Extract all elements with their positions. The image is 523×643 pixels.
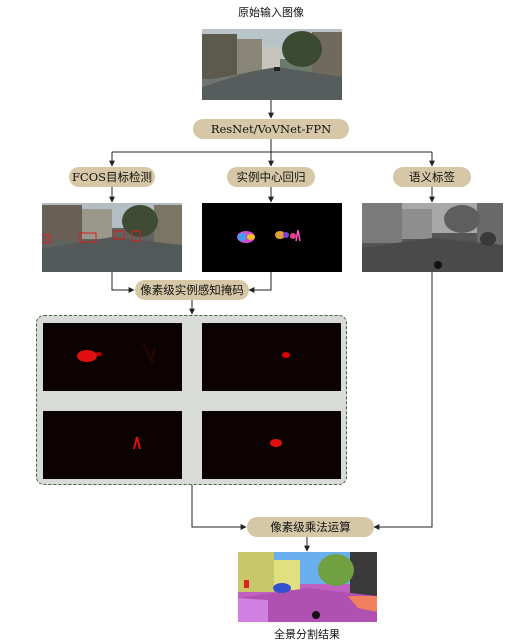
output-caption: 全景分割结果 bbox=[274, 628, 340, 641]
fcos-detection-node: FCOS目标检测 bbox=[69, 167, 155, 187]
instance-mask-1 bbox=[43, 323, 182, 391]
panoptic-output-image bbox=[238, 552, 377, 622]
pixel-mask-node: 像素级实例感知掩码 bbox=[135, 280, 249, 300]
input-image-caption: 原始输入图像 bbox=[238, 6, 304, 19]
input-image bbox=[202, 29, 342, 100]
backbone-node: ResNet/VoVNet-FPN bbox=[193, 119, 349, 139]
instance-mask-4 bbox=[202, 411, 341, 479]
semantic-label-node: 语义标签 bbox=[393, 167, 471, 187]
center-regression-image bbox=[202, 203, 342, 272]
semantic-label-image bbox=[362, 203, 503, 272]
center-regression-node: 实例中心回归 bbox=[227, 167, 315, 187]
instance-mask-2 bbox=[202, 323, 341, 391]
multiply-node: 像素级乘法运算 bbox=[247, 517, 374, 537]
fcos-detection-image bbox=[42, 203, 182, 272]
instance-mask-3 bbox=[43, 411, 182, 479]
instance-masks-group bbox=[36, 315, 347, 485]
